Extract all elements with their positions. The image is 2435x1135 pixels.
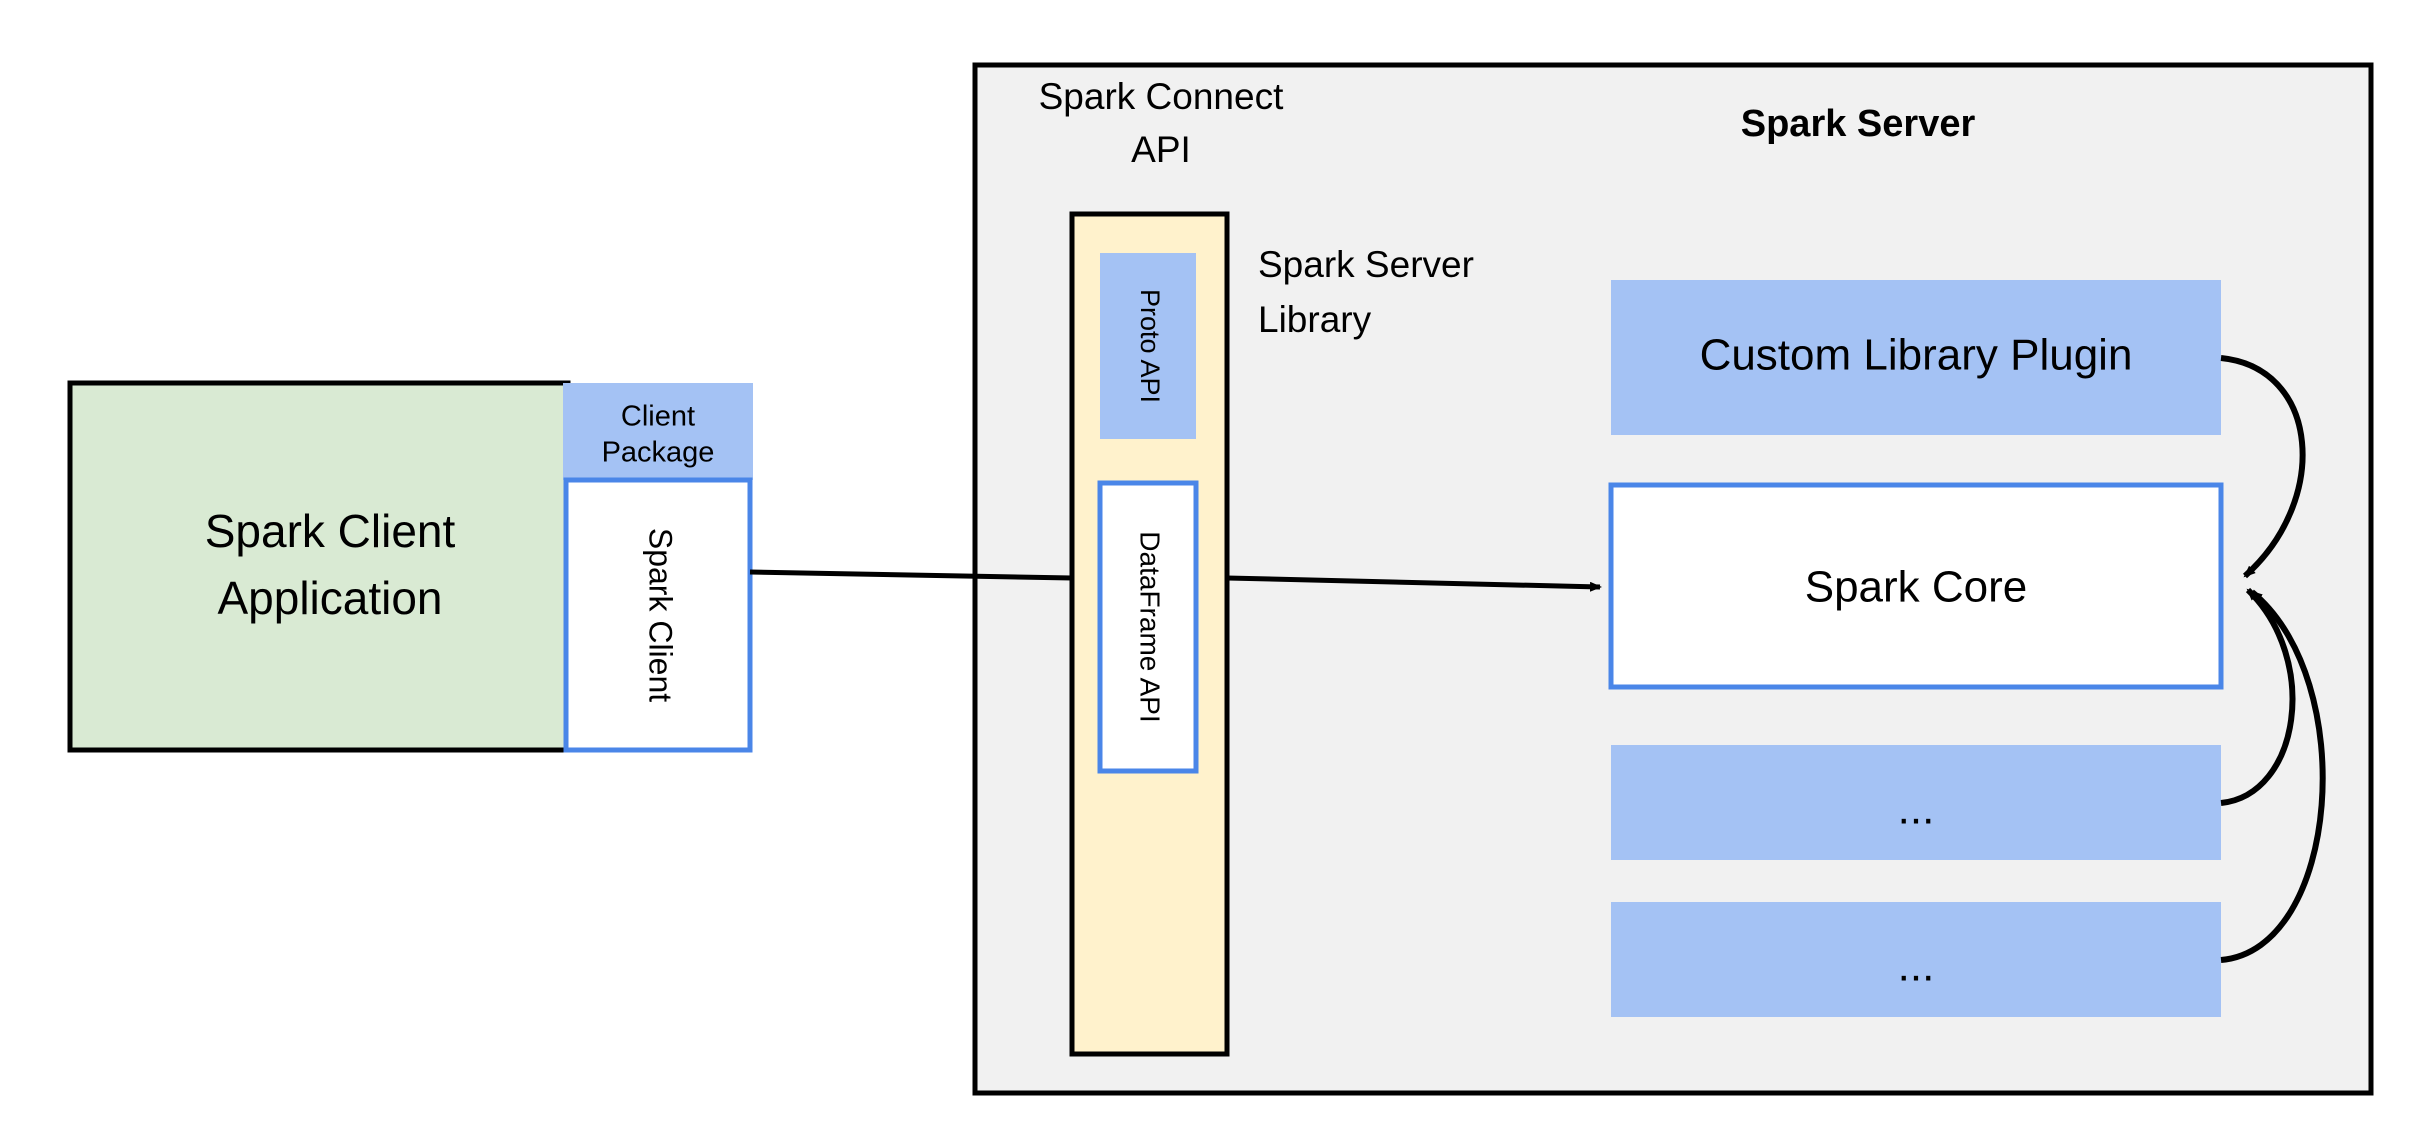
connector-client-to-connect-api <box>749 569 1073 581</box>
spark-server-title: Spark Server <box>1741 103 1976 145</box>
ellipsis-label-1: ... <box>1898 785 1935 834</box>
custom-library-plugin-box <box>1611 280 2221 435</box>
spark-client-label: Spark Client <box>643 528 679 702</box>
spark-server-library-label-line1: Spark Server <box>1258 244 1474 285</box>
ellipsis-box-2 <box>1611 902 2221 1017</box>
client-package-label-line2: Package <box>602 437 715 469</box>
ellipsis-label-2: ... <box>1898 942 1935 991</box>
connector-connect-api-to-spark-core <box>1226 575 1602 592</box>
dataframe-api-label: DataFrame API <box>1135 531 1166 722</box>
connector-plugin-to-spark-core <box>2220 355 2306 579</box>
spark-server-library-label-line2: Library <box>1258 299 1372 340</box>
ellipsis-box-1 <box>1611 745 2221 860</box>
client-package-label-line1: Client <box>621 401 695 433</box>
connector-ellipsis2-to-spark-core <box>2220 589 2326 963</box>
proto-api-label: Proto API <box>1135 289 1165 403</box>
spark-client-box <box>563 477 753 753</box>
spark-connect-api-label-line2: API <box>1131 129 1191 170</box>
spark-client-application-label-line1: Spark Client <box>205 505 456 557</box>
proto-api-box <box>1100 253 1196 439</box>
client-package-box <box>563 383 753 480</box>
custom-library-plugin-label: Custom Library Plugin <box>1700 331 2133 380</box>
spark-client-application-box <box>67 380 571 753</box>
spark-connect-api-label-line1: Spark Connect <box>1039 76 1284 117</box>
spark-client-application-label-line2: Application <box>217 572 442 624</box>
connector-ellipsis1-to-spark-core <box>2220 587 2296 806</box>
spark-core-box <box>1608 482 2224 690</box>
spark-core-label: Spark Core <box>1805 563 2028 612</box>
dataframe-api-box <box>1097 480 1199 774</box>
